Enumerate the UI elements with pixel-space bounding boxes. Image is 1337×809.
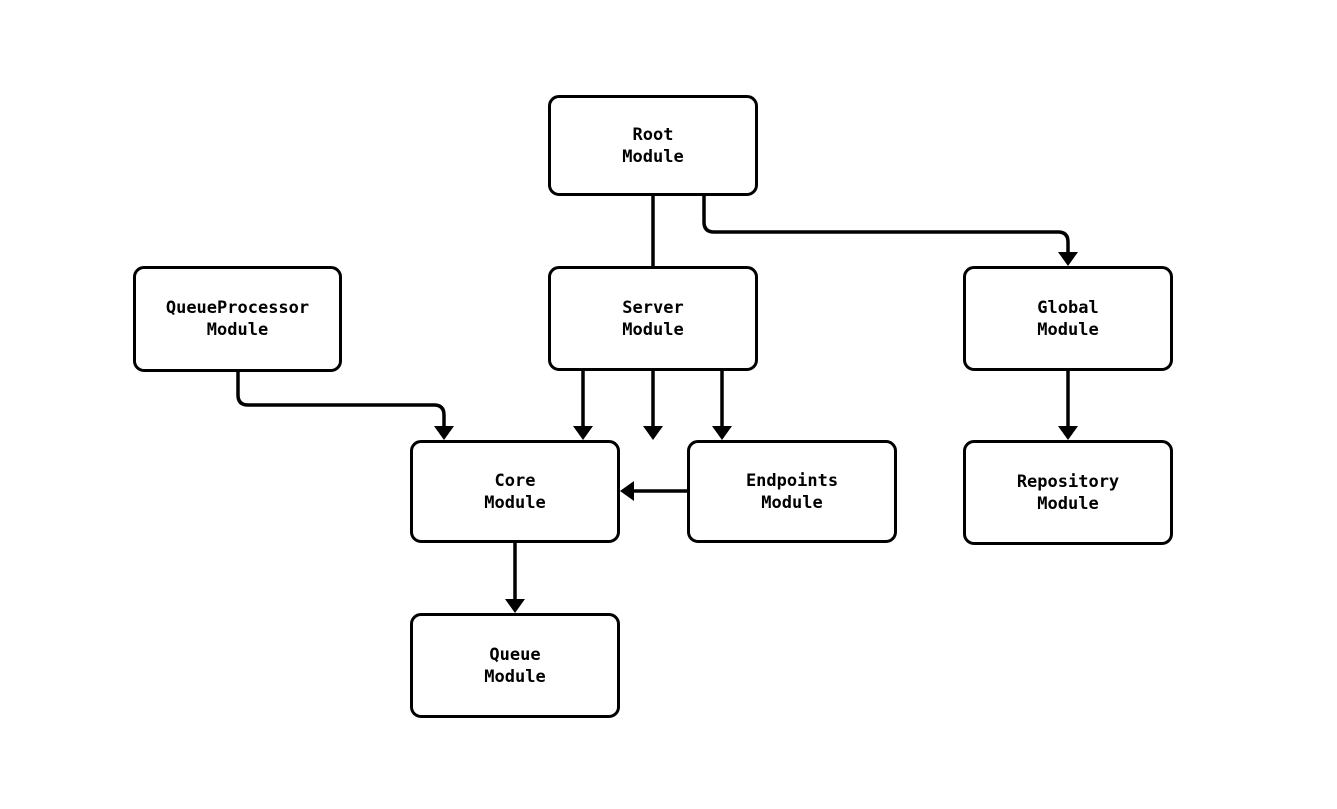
edge-queueprocessor-to-core-arrowhead	[434, 426, 454, 440]
edge-endpoints-to-core-arrowhead	[620, 481, 634, 501]
repository-module-node[interactable]: Repository Module	[963, 440, 1173, 545]
node-label: QueueProcessor Module	[165, 298, 310, 340]
core-module-node[interactable]: Core Module	[410, 440, 620, 543]
edge-core-to-queue-arrowhead	[505, 599, 525, 613]
node-label: Repository Module	[1016, 471, 1120, 514]
queueprocessor-module-node[interactable]: QueueProcessor Module	[133, 266, 342, 372]
node-label: Core Module	[484, 470, 546, 513]
endpoints-module-node[interactable]: Endpoints Module	[687, 440, 897, 543]
root-module-node[interactable]: Root Module	[548, 95, 758, 196]
node-label: Server Module	[622, 297, 684, 340]
edge-root-to-global-arrowhead	[1058, 252, 1078, 266]
edge-queueprocessor-to-core	[236, 372, 446, 426]
edge-server-to-core-arrowhead	[573, 426, 593, 440]
edge-root-to-server-arrowhead	[643, 426, 663, 440]
node-label: Endpoints Module	[745, 470, 839, 513]
global-module-node[interactable]: Global Module	[963, 266, 1173, 371]
edge-global-to-repository-arrowhead	[1058, 426, 1078, 440]
node-label: Root Module	[622, 124, 684, 167]
queue-module-node[interactable]: Queue Module	[410, 613, 620, 718]
node-label: Queue Module	[484, 644, 546, 687]
edge-server-to-endpoints-arrowhead	[712, 426, 732, 440]
server-module-node[interactable]: Server Module	[548, 266, 758, 371]
edge-root-to-global	[702, 196, 1070, 252]
node-label: Global Module	[1037, 297, 1099, 340]
